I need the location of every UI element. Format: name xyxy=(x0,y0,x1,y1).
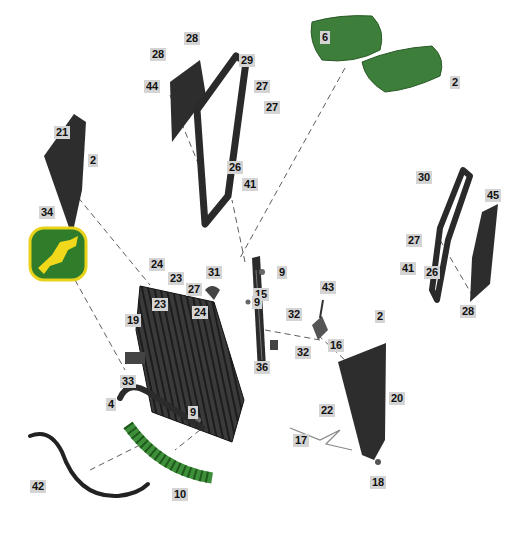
callout-number: 21 xyxy=(54,126,70,139)
callout-number: 28 xyxy=(460,305,476,318)
callout-number: 23 xyxy=(152,298,168,311)
callout-number: 9 xyxy=(277,266,287,279)
callout-number: 32 xyxy=(286,308,302,321)
callout-number: 17 xyxy=(293,434,309,447)
callout-number: 33 xyxy=(120,375,136,388)
callout-number: 26 xyxy=(424,266,440,279)
callout-number: 29 xyxy=(239,54,255,67)
callout-number: 2 xyxy=(88,154,98,167)
callout-number: 4 xyxy=(106,398,116,411)
callout-number: 45 xyxy=(485,189,501,202)
callout-number: 2 xyxy=(375,310,385,323)
callout-number: 18 xyxy=(370,476,386,489)
callout-number: 24 xyxy=(192,306,208,319)
callout-number: 26 xyxy=(227,161,243,174)
callout-number: 30 xyxy=(416,171,432,184)
callout-number: 28 xyxy=(150,48,166,61)
callout-number: 41 xyxy=(400,262,416,275)
callout-number: 22 xyxy=(319,404,335,417)
callout-number: 23 xyxy=(168,272,184,285)
callout-number: 6 xyxy=(320,31,330,44)
callout-number: 27 xyxy=(264,101,280,114)
callout-number: 19 xyxy=(125,314,141,327)
callout-number: 32 xyxy=(295,346,311,359)
callout-number: 2 xyxy=(450,76,460,89)
callout-number: 27 xyxy=(254,80,270,93)
callout-number: 44 xyxy=(144,80,160,93)
callout-number: 36 xyxy=(254,361,270,374)
callout-number: 43 xyxy=(320,281,336,294)
callout-number: 27 xyxy=(186,283,202,296)
callout-number: 10 xyxy=(172,488,188,501)
callout-number: 9 xyxy=(252,296,262,309)
callout-number: 34 xyxy=(39,206,55,219)
callout-number: 42 xyxy=(30,480,46,493)
callout-number: 24 xyxy=(149,258,165,271)
callout-number: 16 xyxy=(328,339,344,352)
callout-number: 9 xyxy=(188,406,198,419)
callout-number: 20 xyxy=(389,392,405,405)
callout-number: 41 xyxy=(242,178,258,191)
callout-number: 28 xyxy=(184,32,200,45)
callout-number: 27 xyxy=(406,234,422,247)
callout-number: 31 xyxy=(206,266,222,279)
